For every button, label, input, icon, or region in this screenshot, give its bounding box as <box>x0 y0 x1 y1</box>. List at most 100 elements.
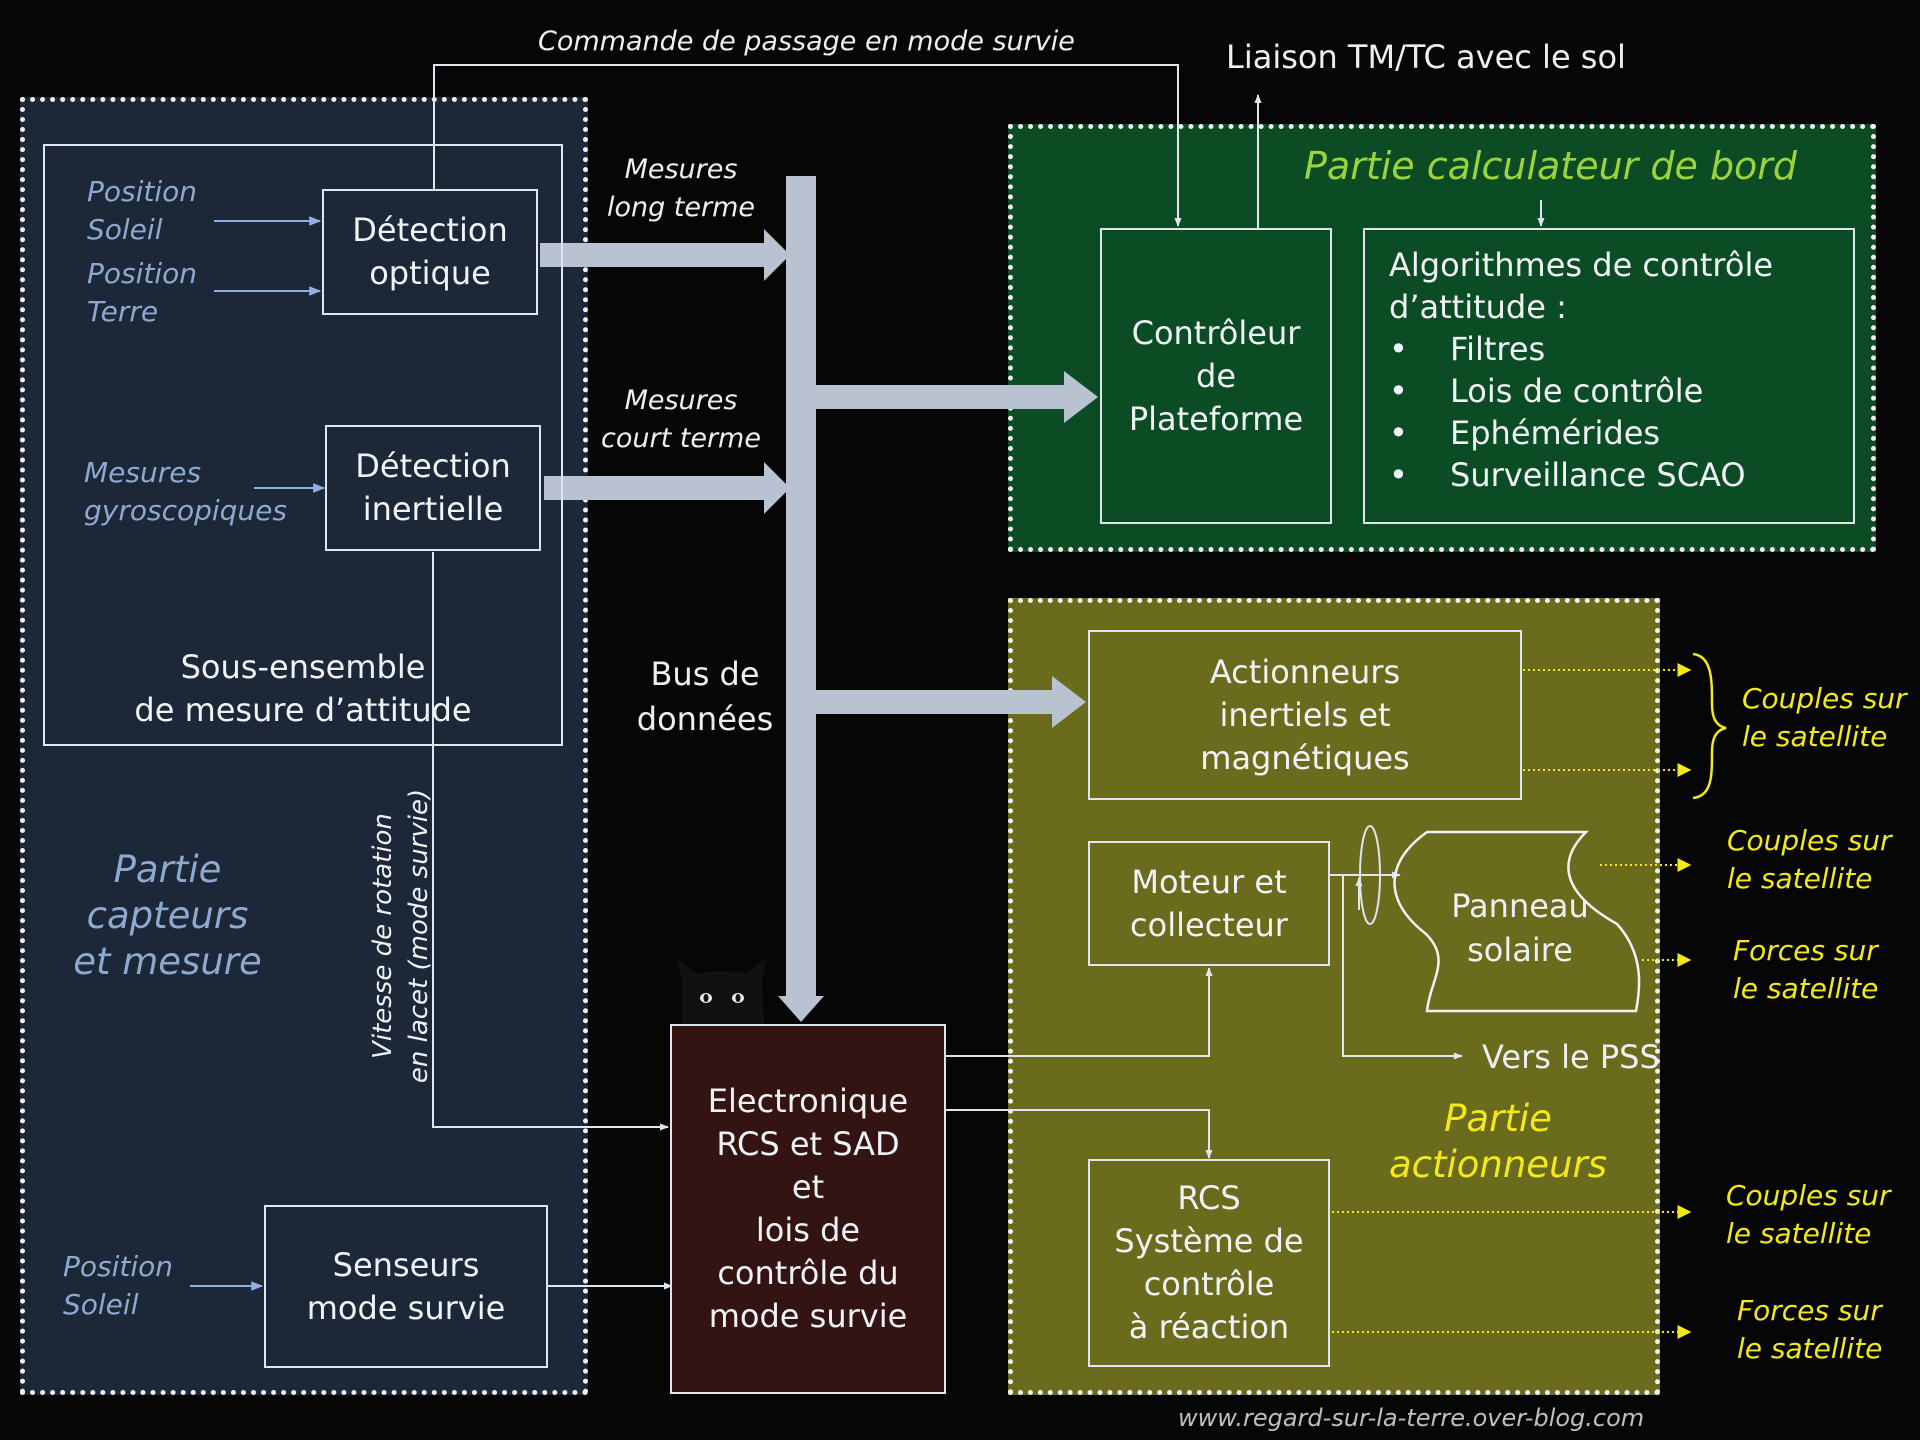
data-bus-label: Bus de données <box>624 652 786 742</box>
website-footer[interactable]: www.regard-sur-la-terre.over-blog.com <box>1178 1404 1645 1432</box>
algorithms-title-line2: d’attitude : <box>1389 288 1567 326</box>
inertial-detection-line1: Détection <box>355 447 511 485</box>
algorithms-item-2-label: Lois de contrôle <box>1450 372 1704 410</box>
forces-output-2: Forces sur le satellite <box>1737 1292 1882 1368</box>
sun-position-line1: Position <box>87 175 198 208</box>
gyro-line2: gyroscopiques <box>84 494 287 527</box>
couples-2-line1: Couples sur <box>1727 824 1892 857</box>
yaw-rate-line <box>432 552 669 1131</box>
electronics-line4: lois de <box>755 1211 861 1249</box>
solar-panel-label: Panneau solaire <box>1430 884 1610 972</box>
sun-position-label: Position Soleil <box>87 173 197 249</box>
bullet-2: • <box>1389 372 1408 410</box>
couples-output-3: Couples sur le satellite <box>1726 1177 1891 1253</box>
algorithms-item-4-label: Surveillance SCAO <box>1450 456 1746 494</box>
rcs-line3: contrôle <box>1143 1265 1275 1303</box>
optical-detection-line2: optique <box>369 254 491 292</box>
electronics-to-rcs-line <box>946 1109 1213 1159</box>
algorithms-title-line1: Algorithmes de contrôle <box>1389 246 1774 284</box>
platform-controller-box: Contrôleur de Plateforme <box>1100 228 1332 524</box>
tmtc-link-label: Liaison TM/TC avec le sol <box>1226 38 1626 76</box>
algorithms-item-filtres: • Filtres <box>1389 328 1545 370</box>
subassembly-label-line1: Sous-ensemble <box>180 648 426 686</box>
subassembly-label-line2: de mesure d’attitude <box>134 691 472 729</box>
algorithms-item-surveillance: • Surveillance SCAO <box>1389 454 1746 496</box>
data-bus <box>540 176 1098 1022</box>
algorithms-item-ephemerides: • Ephémérides <box>1389 412 1660 454</box>
cat-icon <box>676 958 766 1024</box>
actuators-line3: magnétiques <box>1200 738 1410 777</box>
survival-command-line <box>433 64 1182 227</box>
calculateur-region <box>1008 124 1876 552</box>
survival-command-label: Commande de passage en mode survie <box>538 26 1075 57</box>
motor-line1: Moteur et <box>1131 862 1287 901</box>
gyro-line1: Mesures <box>84 456 202 489</box>
survival-sensors-line2: mode survie <box>306 1288 506 1327</box>
electronics-line6: mode survie <box>708 1297 908 1335</box>
forces-output-1: Forces sur le satellite <box>1733 932 1878 1008</box>
algorithms-item-1-label: Filtres <box>1450 330 1546 368</box>
actionneurs-title-line1: Partie <box>1444 1097 1552 1140</box>
calculateur-region-title: Partie calculateur de bord <box>1304 144 1798 188</box>
solar-panel-line2: solaire <box>1467 931 1573 969</box>
controller-line2: de <box>1196 356 1236 395</box>
attitude-measurement-subassembly: Sous-ensemble de mesure d’attitude <box>43 144 563 746</box>
actionneurs-region-title: Partie actionneurs <box>1380 1096 1616 1188</box>
actuators-line1: Actionneurs <box>1209 652 1401 691</box>
data-bus-line1: Bus de <box>650 655 760 693</box>
capteurs-title-line1: Partie <box>113 848 222 891</box>
forces-2-line1: Forces sur <box>1737 1294 1882 1327</box>
survival-sensors-box: Senseurs mode survie <box>264 1205 548 1368</box>
inertial-detection-line2: inertielle <box>362 490 504 528</box>
forces-1-line2: le satellite <box>1733 972 1879 1005</box>
algorithms-item-3-label: Ephémérides <box>1450 414 1661 452</box>
long-term-line1: Mesures <box>624 154 738 185</box>
couples-3-line2: le satellite <box>1726 1217 1872 1250</box>
survival-sun-position-label: Position Soleil <box>63 1248 173 1324</box>
electronics-line5: contrôle du <box>717 1254 899 1292</box>
optical-detection-line1: Détection <box>352 211 508 249</box>
gyro-measurements-label: Mesures gyroscopiques <box>84 454 287 530</box>
algorithms-item-lois: • Lois de contrôle <box>1389 370 1703 412</box>
long-term-measures-label: Mesures long terme <box>600 151 762 227</box>
capteurs-title-line3: et mesure <box>73 940 262 983</box>
bullet-1: • <box>1389 330 1408 368</box>
short-term-line2: court terme <box>601 423 761 454</box>
rcs-line4: à réaction <box>1128 1308 1290 1346</box>
electronics-line3: et <box>791 1168 825 1206</box>
couples-output-1: Couples sur le satellite <box>1742 680 1907 756</box>
data-bus-line2: données <box>636 700 774 738</box>
survival-sun-line2: Soleil <box>63 1288 139 1321</box>
couples-3-line1: Couples sur <box>1726 1179 1891 1212</box>
actionneurs-region <box>1008 598 1660 1395</box>
forces-1-line1: Forces sur <box>1733 934 1878 967</box>
couples-brace <box>1692 652 1727 800</box>
actuators-line2: inertiels et <box>1219 695 1391 734</box>
rotation-ellipse <box>1359 825 1381 925</box>
solar-panel-shape <box>1393 830 1641 1013</box>
capteurs-region-title: Partie capteurs et mesure <box>60 847 275 985</box>
controller-line3: Plateforme <box>1128 399 1304 438</box>
earth-position-label: Position Terre <box>87 255 197 331</box>
short-term-measures-label: Mesures court terme <box>600 382 762 458</box>
survival-electronics-box: Electronique RCS et SAD et lois de contr… <box>670 1024 946 1394</box>
earth-position-line1: Position <box>87 257 198 290</box>
couples-1-line1: Couples sur <box>1742 682 1907 715</box>
capteurs-title-line2: capteurs <box>86 894 249 937</box>
bullet-3: • <box>1389 414 1408 452</box>
inertial-detection-box: Détection inertielle <box>325 425 541 551</box>
bullet-4: • <box>1389 456 1408 494</box>
rcs-box: RCS Système de contrôle à réaction <box>1088 1159 1330 1367</box>
couples-2-line2: le satellite <box>1727 862 1873 895</box>
couples-output-2: Couples sur le satellite <box>1727 822 1892 898</box>
electronics-line1: Electronique <box>707 1082 909 1120</box>
rcs-line2: Système de <box>1114 1222 1304 1260</box>
actionneurs-title-line2: actionneurs <box>1388 1143 1608 1186</box>
motor-collector-box: Moteur et collecteur <box>1088 841 1330 966</box>
yaw-rate-line2: en lacet (mode survie) <box>404 788 434 1084</box>
electronics-line2: RCS et SAD <box>716 1125 900 1163</box>
attitude-algorithms-box: Algorithmes de contrôle d’attitude : • Fi… <box>1363 228 1855 524</box>
rcs-line1: RCS <box>1177 1179 1241 1217</box>
forces-2-line2: le satellite <box>1737 1332 1883 1365</box>
